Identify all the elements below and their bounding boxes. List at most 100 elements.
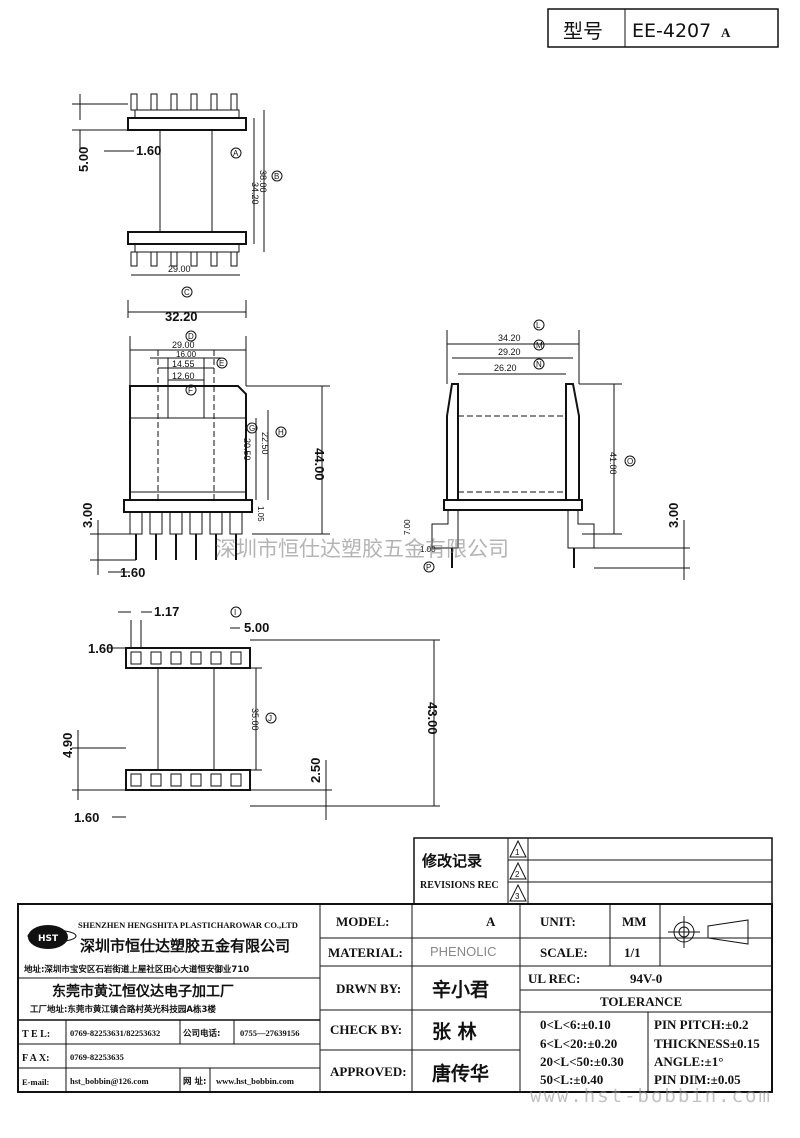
bottom-dim-pitch: 1.17 — [154, 604, 179, 619]
front-view-pins — [129, 511, 243, 560]
front-view: 29.00 16.00 14.55 12.60 D E F 20.50 22.5… — [80, 330, 330, 580]
phone-value: 0755—27639156 — [240, 1028, 300, 1038]
model-suffix: A — [486, 914, 496, 929]
svg-text:HST: HST — [38, 934, 59, 944]
side-dim-w3: 26.20 — [494, 363, 517, 373]
marker-a: A — [233, 149, 239, 158]
marker-b: B — [274, 172, 279, 181]
title-block: HST SHENZHEN HENGSHITA PLASTICHAROWAR CO… — [17, 903, 773, 1093]
ul-value: 94V-0 — [630, 971, 662, 986]
marker-d: D — [188, 332, 194, 341]
bottom-dim-right: 5.00 — [244, 620, 269, 635]
bottom-dim-inner: 35.00 — [250, 708, 260, 731]
company-name-cn: 深圳市恒仕达塑胶五金有限公司 — [80, 937, 290, 955]
revisions-title-en: REVISIONS REC — [420, 880, 499, 891]
marker-n: N — [536, 360, 542, 369]
marker-e: E — [219, 359, 224, 368]
marker-l: L — [536, 321, 541, 330]
bottom-dim-bottom-left: 1.60 — [74, 810, 99, 825]
top-dim-width-outer: 32.20 — [165, 309, 198, 324]
approved-value: 唐传华 — [432, 1062, 489, 1085]
email-value: hst_bobbin@126.com — [70, 1076, 149, 1086]
side-dim-pin: 3.00 — [666, 503, 681, 528]
revision-mark-1: 1 — [515, 848, 520, 857]
marker-g: G — [249, 424, 255, 433]
unit-value: MM — [622, 914, 647, 929]
front-dim-small: 1.05 — [256, 506, 265, 522]
tol-left-0: 0<L<6:±0.10 — [540, 1017, 611, 1032]
tol-right-0: PIN PITCH:±0.2 — [654, 1017, 749, 1032]
side-dim-off2: 1.00 — [420, 545, 436, 554]
marker-m: M — [536, 341, 543, 350]
factory-address: 工厂地址:东莞市黄江镇合路村英光科技园A栋3楼 — [30, 1004, 216, 1015]
side-dim-w2: 29.20 — [498, 347, 521, 357]
side-dim-w1: 34.20 — [498, 333, 521, 343]
front-dim-w1: 29.00 — [172, 340, 195, 350]
projection-symbol-icon — [668, 916, 749, 948]
company-address: 地址:深圳市宝安区石岩街道上屋社区田心大道恒安御业710 — [24, 964, 249, 975]
tol-left-2: 20<L<50:±0.30 — [540, 1054, 624, 1069]
marker-j: J — [268, 714, 272, 723]
revisions-title-cn: 修改记录 — [421, 852, 482, 870]
email-label: E-mail: — [22, 1077, 50, 1087]
material-label: MATERIAL: — [328, 945, 403, 960]
front-dim-w2: 16.00 — [176, 350, 197, 359]
marker-o: O — [627, 457, 633, 466]
web-label: 网 址: — [183, 1076, 206, 1087]
front-dim-pin-length: 3.00 — [80, 503, 95, 528]
front-dim-h2: 22.50 — [260, 432, 270, 455]
marker-h: H — [278, 428, 284, 437]
bottom-view: 1.17 I 5.00 1.60 35.00 J 43.00 2.50 4.90… — [60, 604, 440, 825]
scale-value: 1/1 — [624, 945, 641, 960]
bottom-dim-top-left: 1.60 — [88, 641, 113, 656]
drawn-label: DRWN BY: — [336, 981, 401, 996]
marker-p: P — [426, 563, 431, 572]
top-view: 5.00 1.60 34.20 38.00 A B 29.00 C 32.20 — [72, 93, 283, 324]
ul-label: UL REC: — [528, 971, 580, 986]
top-dim-total: 38.00 — [258, 170, 268, 193]
tol-right-3: PIN DIM:±0.05 — [654, 1072, 741, 1087]
factory-name: 东莞市黄江恒仪达电子加工厂 — [52, 983, 234, 1000]
top-view-pins-bottom — [130, 251, 238, 267]
side-dim-height: 41.00 — [608, 452, 618, 475]
side-dim-off1: 7.00 — [403, 519, 412, 535]
drawn-value: 辛小君 — [432, 978, 489, 1001]
revision-mark-3: 3 — [515, 892, 520, 901]
model-header-value: EE-4207 — [632, 20, 711, 42]
tol-left-1: 6<L<20:±0.20 — [540, 1036, 617, 1051]
front-dim-h1: 20.50 — [242, 438, 252, 461]
tol-left-3: 50<L:±0.40 — [540, 1072, 603, 1087]
company-name-en: SHENZHEN HENGSHITA PLASTICHAROWAR CO.,LT… — [78, 920, 298, 930]
tolerance-title: TOLERANCE — [600, 994, 682, 1009]
tol-right-2: ANGLE:±1° — [654, 1054, 723, 1069]
front-dim-height-total: 44.00 — [312, 448, 327, 481]
phone-label: 公司电话: — [183, 1028, 220, 1039]
bottom-dim-right-h: 2.50 — [308, 758, 323, 783]
bottom-view-pins — [130, 651, 242, 787]
fax-label: F A X: — [22, 1053, 49, 1064]
material-value: PHENOLIC — [430, 944, 496, 959]
model-header-box: 型号 EE-4207 A — [547, 8, 779, 48]
fax-value: 0769-82253635 — [70, 1052, 124, 1062]
model-header-label: 型号 — [563, 19, 603, 43]
company-logo: HST — [27, 925, 77, 949]
web-value: www.hst_bobbin.com — [216, 1076, 294, 1086]
approved-label: APPROVED: — [330, 1064, 407, 1079]
unit-label: UNIT: — [540, 914, 576, 929]
check-label: CHECK BY: — [330, 1022, 402, 1037]
watermark-company: 深圳市恒仕达塑胶五金有限公司 — [215, 537, 509, 561]
tel-label: T E L: — [22, 1029, 50, 1040]
front-dim-w3: 14.55 — [172, 359, 195, 369]
top-dim-width-inner: 29.00 — [168, 264, 191, 274]
tol-right-1: THICKNESS±0.15 — [654, 1036, 760, 1051]
tel-value: 0769-82253631/82253632 — [70, 1028, 160, 1038]
watermark-site: www.hst-bobbin.com — [530, 1085, 772, 1107]
marker-c: C — [184, 288, 190, 297]
check-value: 张 林 — [432, 1020, 477, 1043]
front-dim-w4: 12.60 — [172, 371, 195, 381]
model-label: MODEL: — [336, 914, 389, 929]
top-dim-inner: 34.20 — [250, 182, 260, 205]
marker-i: I — [234, 608, 236, 617]
side-view: 34.20 L 29.20 M 26.20 N 41.00 O 3.00 7.0… — [403, 319, 690, 580]
revision-mark-2: 2 — [515, 870, 520, 879]
